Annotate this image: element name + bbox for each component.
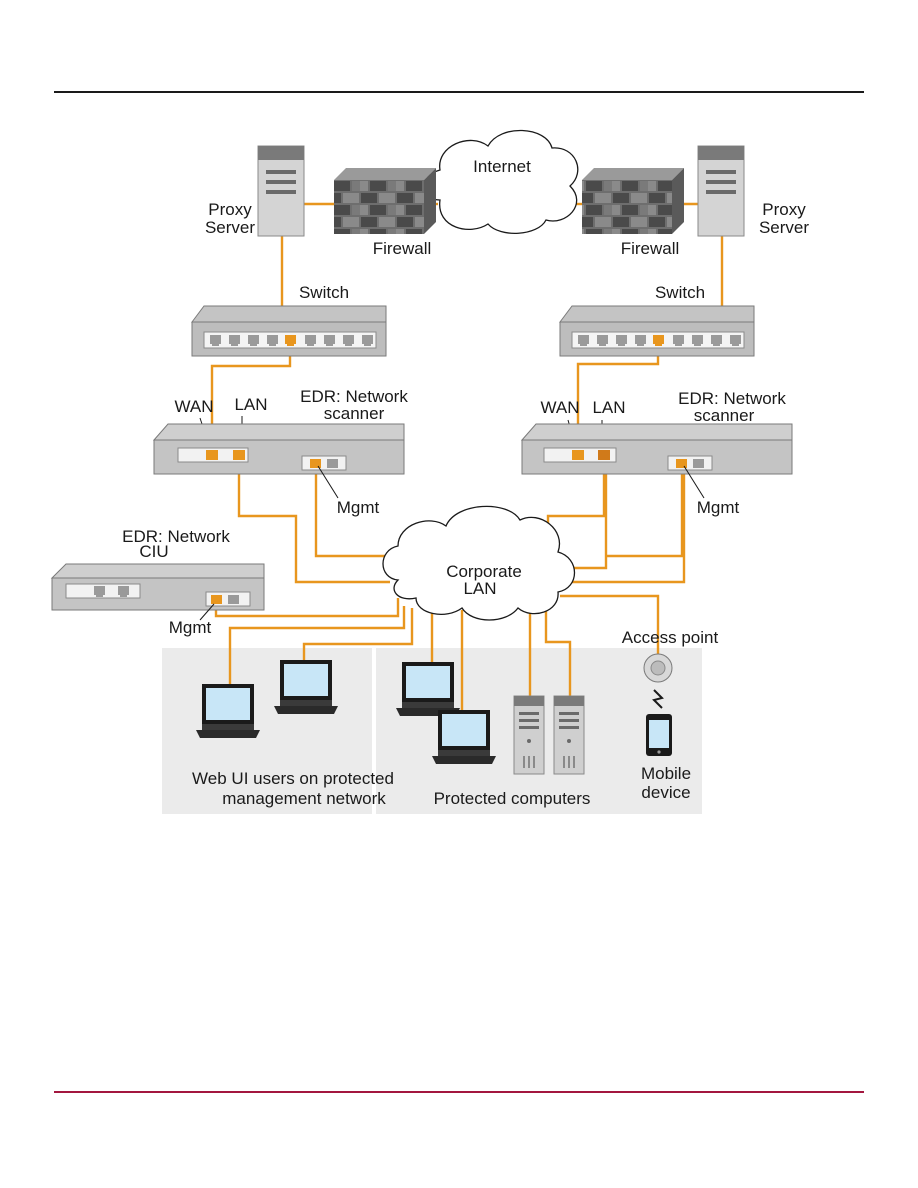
lan-left-label: LAN <box>234 395 267 414</box>
proxy-right-label-2: Server <box>759 218 809 237</box>
header-rule <box>54 91 864 93</box>
wireless-signal-icon <box>652 689 664 709</box>
protected-computers-label: Protected computers <box>434 789 591 808</box>
mobile-device-icon <box>646 714 672 756</box>
proxy-left-label-1: Proxy <box>208 200 252 219</box>
scanner-right-label-2: scanner <box>694 406 755 425</box>
firewall-right-icon <box>582 168 684 234</box>
protected-laptop-icon <box>432 710 496 764</box>
corporate-lan-label-1: Corporate <box>446 562 522 581</box>
web-ui-label-1: Web UI users on protected <box>192 769 394 788</box>
protected-server-icon <box>553 695 585 775</box>
web-ui-label-2: management network <box>222 789 386 808</box>
scanner-left-label-1: EDR: Network <box>300 387 408 406</box>
firewall-left-icon <box>334 168 436 234</box>
corporate-lan-label-2: LAN <box>463 579 496 598</box>
mgmt-ciu-label: Mgmt <box>169 618 212 637</box>
scanner-left-icon <box>152 423 405 475</box>
wan-left-label: WAN <box>174 397 213 416</box>
switch-left-icon <box>191 305 387 357</box>
switch-right-icon <box>559 305 755 357</box>
mgmt-left-label: Mgmt <box>337 498 380 517</box>
ciu-label-2: CIU <box>139 542 168 561</box>
scanner-left-label-2: scanner <box>324 404 385 423</box>
proxy-server-right-icon <box>697 145 745 237</box>
ciu-device-icon <box>50 563 265 611</box>
wan-right-label: WAN <box>540 398 579 417</box>
web-ui-laptop-icon <box>196 684 260 738</box>
scanner-right-icon <box>520 423 793 475</box>
protected-laptop-icon <box>396 662 460 716</box>
corporate-lan-cloud <box>382 505 575 621</box>
access-point-icon <box>643 653 673 683</box>
proxy-left-label-2: Server <box>205 218 255 237</box>
protected-server-icon <box>513 695 545 775</box>
access-point-label: Access point <box>622 628 719 647</box>
scanner-right-label-1: EDR: Network <box>678 389 786 408</box>
proxy-right-label-1: Proxy <box>762 200 806 219</box>
mobile-label-1: Mobile <box>641 764 691 783</box>
proxy-server-left-icon <box>257 145 305 237</box>
switch-left-label: Switch <box>299 283 349 302</box>
firewall-right-label: Firewall <box>621 239 680 258</box>
firewall-left-label: Firewall <box>373 239 432 258</box>
web-ui-laptop-icon <box>274 660 338 714</box>
mgmt-right-label: Mgmt <box>697 498 740 517</box>
switch-right-label: Switch <box>655 283 705 302</box>
lan-right-label: LAN <box>592 398 625 417</box>
ciu-label-1: EDR: Network <box>122 527 230 546</box>
internet-label: Internet <box>473 157 531 176</box>
mobile-label-2: device <box>641 783 690 802</box>
footer-rule <box>54 1091 864 1093</box>
internet-cloud <box>423 129 579 235</box>
